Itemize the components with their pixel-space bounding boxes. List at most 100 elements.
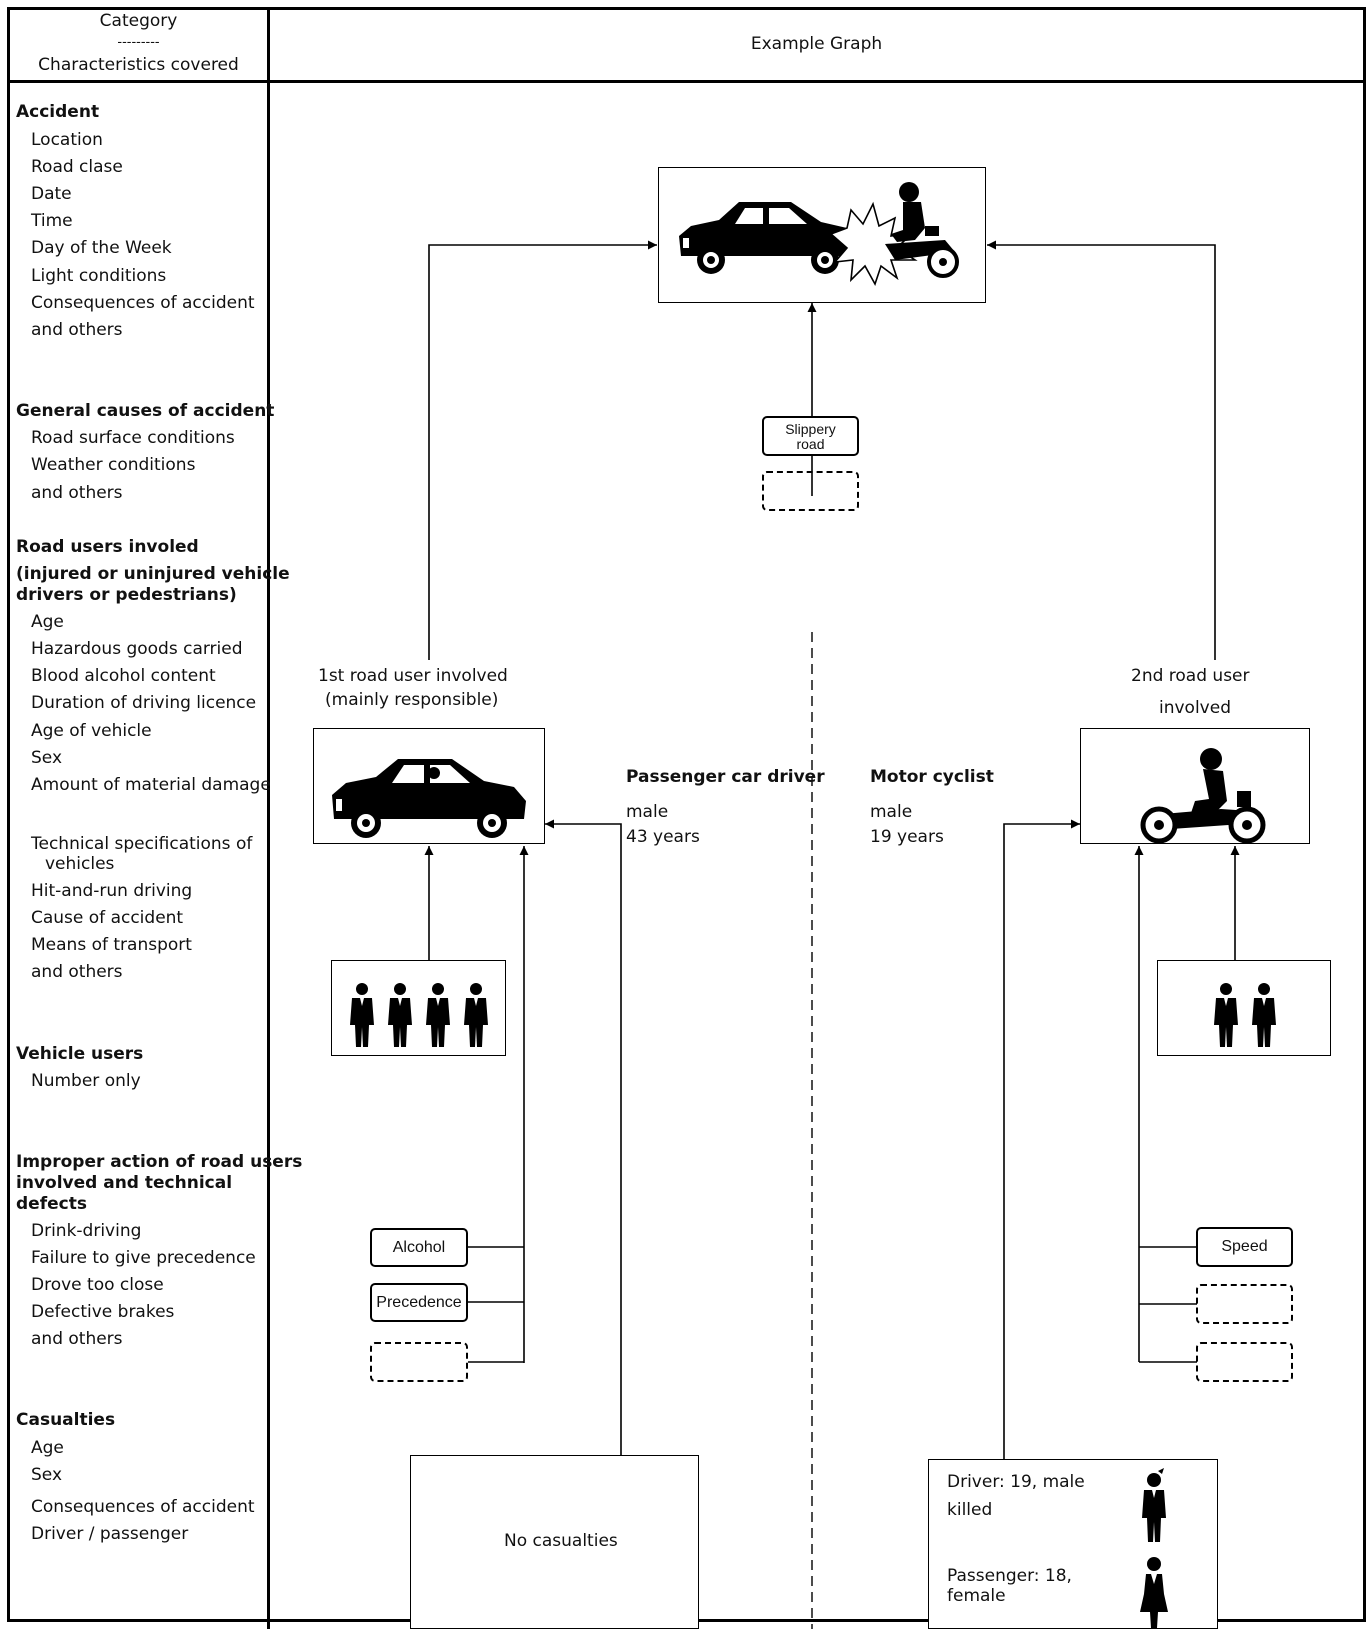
casualties-box: Driver: 19, male killed Passenger: 18, f… bbox=[928, 1459, 1218, 1629]
tag-slippery-road: Slippery road bbox=[762, 416, 859, 456]
tag-precedence: Precedence bbox=[370, 1283, 468, 1322]
header-characteristics: Characteristics covered bbox=[38, 55, 239, 75]
motorcycle-icon bbox=[1140, 748, 1266, 844]
casualty-driver-line2: killed bbox=[947, 1500, 993, 1520]
list-item: Consequences of accident bbox=[31, 1497, 255, 1517]
list-item: and others bbox=[31, 320, 123, 340]
list-item: Amount of material damage bbox=[31, 775, 271, 795]
list-item: Defective brakes bbox=[31, 1302, 175, 1322]
list-item: Time bbox=[31, 211, 73, 231]
killed-male-icon bbox=[1142, 1468, 1166, 1542]
list-item: and others bbox=[31, 962, 123, 982]
tag-speed: Speed bbox=[1196, 1227, 1293, 1267]
category-improper-action-subtitle: defects bbox=[16, 1194, 87, 1214]
list-item: and others bbox=[31, 1329, 123, 1349]
tag-slippery-line2: road bbox=[796, 436, 825, 452]
user1-label-line1: 1st road user involved bbox=[318, 666, 508, 686]
user2-label-line2: involved bbox=[1159, 698, 1231, 718]
category-improper-action: Improper action of road users bbox=[16, 1152, 303, 1172]
list-item: Road surface conditions bbox=[31, 428, 235, 448]
category-road-users-subtitle: drivers or pedestrians) bbox=[16, 585, 237, 605]
list-item: Number only bbox=[31, 1071, 141, 1091]
header-category-cell: Category --------- Characteristics cover… bbox=[10, 9, 267, 77]
female-passenger-icon bbox=[1140, 1557, 1168, 1628]
list-item: Age bbox=[31, 612, 64, 632]
person-icons bbox=[1214, 983, 1276, 1047]
collision-icon bbox=[679, 182, 959, 286]
person-icon bbox=[426, 983, 450, 1047]
tag-slippery-line1: Slippery bbox=[785, 421, 836, 437]
motorcycle-box bbox=[1080, 728, 1310, 844]
list-item: and others bbox=[31, 483, 123, 503]
no-casualties-box: No casualties bbox=[410, 1455, 699, 1629]
driver-age: 43 years bbox=[626, 827, 700, 847]
header-example-graph: Example Graph bbox=[750, 34, 883, 54]
motorcycle-icon bbox=[885, 182, 959, 278]
list-item: Age of vehicle bbox=[31, 721, 152, 741]
list-item: vehicles bbox=[45, 854, 115, 874]
header-divider bbox=[7, 80, 1366, 83]
list-item: Weather conditions bbox=[31, 455, 196, 475]
tag-empty-placeholder bbox=[370, 1342, 468, 1382]
category-general-causes: General causes of accident bbox=[16, 401, 275, 421]
list-item: Hazardous goods carried bbox=[31, 639, 243, 659]
person-icons bbox=[350, 983, 488, 1047]
list-item: Blood alcohol content bbox=[31, 666, 216, 686]
motorcycle-occupants-box bbox=[1157, 960, 1331, 1056]
category-road-users-subtitle: (injured or uninjured vehicle bbox=[16, 564, 290, 584]
category-vehicle-users: Vehicle users bbox=[16, 1044, 144, 1064]
person-icon bbox=[464, 983, 488, 1047]
car-icon bbox=[332, 759, 526, 838]
casualty-passenger-line1: Passenger: 18, bbox=[947, 1566, 1072, 1586]
user1-label-line2: (mainly responsible) bbox=[325, 690, 499, 710]
person-icon bbox=[1214, 983, 1238, 1047]
list-item: Consequences of accident bbox=[31, 293, 255, 313]
header-category: Category bbox=[99, 11, 178, 31]
category-improper-action-subtitle: involved and technical bbox=[16, 1173, 233, 1193]
list-item: Hit-and-run driving bbox=[31, 881, 193, 901]
person-icon bbox=[1252, 983, 1276, 1047]
casualty-passenger-line2: female bbox=[947, 1586, 1006, 1606]
cyclist-title: Motor cyclist bbox=[870, 767, 994, 787]
list-item: Day of the Week bbox=[31, 238, 172, 258]
list-item: Means of transport bbox=[31, 935, 192, 955]
list-item: Drink-driving bbox=[31, 1221, 142, 1241]
user2-label-line1: 2nd road user bbox=[1131, 666, 1250, 686]
list-item: Light conditions bbox=[31, 266, 167, 286]
no-casualties-text: No casualties bbox=[504, 1531, 618, 1551]
tag-alcohol: Alcohol bbox=[370, 1228, 468, 1267]
list-item: Drove too close bbox=[31, 1275, 164, 1295]
driver-sex: male bbox=[626, 802, 669, 822]
casualty-driver-line1: Driver: 19, male bbox=[947, 1472, 1085, 1492]
cyclist-sex: male bbox=[870, 802, 913, 822]
tag-empty-placeholder bbox=[762, 471, 859, 511]
list-item: Driver / passenger bbox=[31, 1524, 189, 1544]
list-item: Failure to give precedence bbox=[31, 1248, 256, 1268]
header-separator: --------- bbox=[117, 35, 160, 50]
category-accident: Accident bbox=[16, 102, 100, 122]
list-item: Location bbox=[31, 130, 103, 150]
tag-empty-placeholder bbox=[1196, 1342, 1293, 1382]
cyclist-age: 19 years bbox=[870, 827, 944, 847]
car-box bbox=[313, 728, 545, 844]
list-item: Sex bbox=[31, 748, 63, 768]
list-item: Age bbox=[31, 1438, 64, 1458]
list-item: Cause of accident bbox=[31, 908, 184, 928]
list-item: Duration of driving licence bbox=[31, 693, 257, 713]
column-divider bbox=[267, 7, 270, 1629]
category-casualties: Casualties bbox=[16, 1410, 116, 1430]
tag-empty-placeholder bbox=[1196, 1284, 1293, 1324]
category-road-users: Road users involed bbox=[16, 537, 199, 557]
list-item: Sex bbox=[31, 1465, 63, 1485]
list-item: Road clase bbox=[31, 157, 123, 177]
driver-title: Passenger car driver bbox=[626, 767, 825, 787]
impact-burst-icon bbox=[829, 201, 918, 286]
list-item: Date bbox=[31, 184, 72, 204]
car-occupants-box bbox=[331, 960, 506, 1056]
person-icon bbox=[388, 983, 412, 1047]
person-icon bbox=[350, 983, 374, 1047]
accident-picture-box bbox=[658, 167, 986, 303]
car-icon bbox=[679, 202, 855, 274]
list-item: Technical specifications of bbox=[31, 834, 253, 854]
